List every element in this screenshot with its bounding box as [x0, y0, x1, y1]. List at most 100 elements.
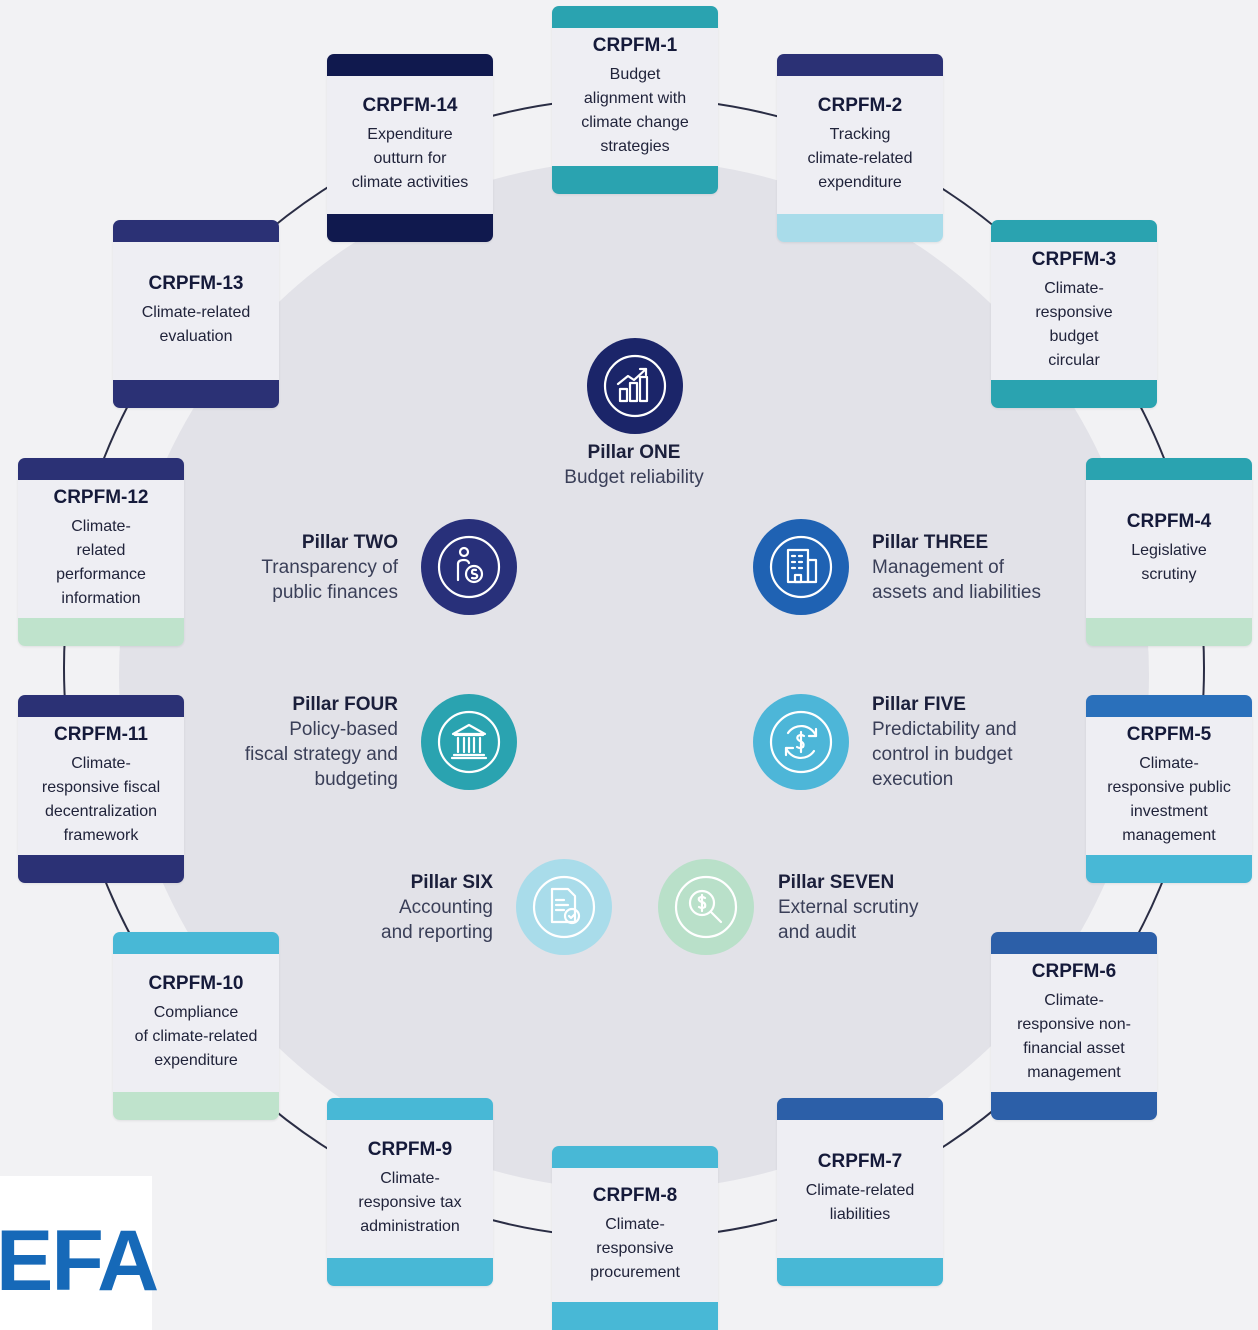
card-desc: Climate- responsive public investment ma… — [1107, 755, 1231, 844]
card-bottom-band — [113, 1092, 279, 1120]
card-code: CRPFM-4 — [1126, 511, 1212, 532]
cycle-dollar-icon — [753, 694, 849, 790]
pillar-six-label: Pillar SIX Accounting and reporting — [313, 870, 493, 945]
card-bottom-band — [777, 214, 943, 242]
card-body: CRPFM-10 Compliance of climate-related e… — [113, 954, 279, 1092]
card-code: CRPFM-7 — [817, 1151, 903, 1172]
card-code: CRPFM-13 — [148, 273, 244, 294]
crpfm-12-card: CRPFM-12 Climate- related performance in… — [18, 458, 184, 646]
card-code: CRPFM-8 — [592, 1185, 678, 1206]
pillar-five-label: Pillar FIVE Predictability and control i… — [872, 692, 1092, 792]
card-desc: Climate- responsive fiscal decentralizat… — [41, 755, 161, 844]
pillar-two-label: Pillar TWO Transparency of public financ… — [198, 530, 398, 605]
pillar-desc: Transparency of public finances — [261, 557, 398, 603]
card-bottom-band — [991, 380, 1157, 408]
card-code: CRPFM-5 — [1126, 724, 1212, 745]
card-code: CRPFM-10 — [148, 973, 244, 994]
card-top-band — [777, 1098, 943, 1120]
crpfm-8-card: CRPFM-8 Climate- responsive procurement — [552, 1146, 718, 1330]
card-body: CRPFM-7 Climate-related liabilities — [777, 1120, 943, 1258]
card-desc: Expenditure outturn for climate activiti… — [351, 126, 469, 191]
card-top-band — [18, 695, 184, 717]
crpfm-1-card: CRPFM-1 Budget alignment with climate ch… — [552, 6, 718, 194]
card-code: CRPFM-6 — [1031, 961, 1117, 982]
card-code: CRPFM-3 — [1031, 249, 1117, 270]
card-bottom-band — [18, 618, 184, 646]
card-body: CRPFM-2 Tracking climate-related expendi… — [777, 76, 943, 214]
pillar-four-label: Pillar FOUR Policy-based fiscal strategy… — [178, 692, 398, 792]
pillar-title: Pillar SEVEN — [778, 872, 895, 893]
card-desc: Climate- responsive budget circular — [1035, 280, 1113, 369]
pillar-title: Pillar SIX — [410, 872, 493, 893]
card-desc: Climate- responsive procurement — [590, 1216, 680, 1281]
pillar-title: Pillar ONE — [587, 442, 681, 463]
card-top-band — [991, 220, 1157, 242]
card-top-band — [113, 220, 279, 242]
building-icon — [753, 519, 849, 615]
card-code: CRPFM-14 — [362, 95, 458, 116]
pillar-one-label: Pillar ONE Budget reliability — [534, 440, 734, 490]
crpfm-7-card: CRPFM-7 Climate-related liabilities — [777, 1098, 943, 1286]
person-dollar-icon — [421, 519, 517, 615]
pillar-desc: External scrutiny and audit — [778, 897, 919, 943]
card-code: CRPFM-9 — [367, 1139, 453, 1160]
crpfm-3-card: CRPFM-3 Climate- responsive budget circu… — [991, 220, 1157, 408]
document-check-icon — [516, 859, 612, 955]
card-desc: Climate- related performance information — [56, 518, 146, 607]
card-body: CRPFM-4 Legislative scrutiny — [1086, 480, 1252, 618]
card-bottom-band — [1086, 618, 1252, 646]
card-top-band — [1086, 695, 1252, 717]
crpfm-5-card: CRPFM-5 Climate- responsive public inves… — [1086, 695, 1252, 883]
card-body: CRPFM-6 Climate- responsive non- financi… — [991, 954, 1157, 1092]
background-circle — [119, 160, 1149, 1190]
card-desc: Climate-related liabilities — [805, 1182, 915, 1223]
pillar-title: Pillar FOUR — [292, 694, 398, 715]
card-desc: Climate- responsive non- financial asset… — [1017, 992, 1131, 1081]
crpfm-13-card: CRPFM-13 Climate-related evaluation — [113, 220, 279, 408]
card-bottom-band — [991, 1092, 1157, 1120]
card-code: CRPFM-12 — [53, 487, 149, 508]
pillar-desc: Policy-based fiscal strategy and budgeti… — [244, 719, 398, 790]
magnifier-dollar-icon — [658, 859, 754, 955]
pillar-seven-label: Pillar SEVEN External scrutiny and audit — [778, 870, 978, 945]
card-body: CRPFM-8 Climate- responsive procurement — [552, 1168, 718, 1302]
card-body: CRPFM-9 Climate- responsive tax administ… — [327, 1120, 493, 1258]
card-bottom-band — [18, 855, 184, 883]
pillar-desc: Accounting and reporting — [381, 897, 493, 943]
card-top-band — [777, 54, 943, 76]
crpfm-2-card: CRPFM-2 Tracking climate-related expendi… — [777, 54, 943, 242]
card-top-band — [552, 6, 718, 28]
logo-text: EFA — [0, 1213, 159, 1309]
card-body: CRPFM-13 Climate-related evaluation — [113, 242, 279, 380]
card-code: CRPFM-2 — [817, 95, 903, 116]
card-bottom-band — [777, 1258, 943, 1286]
logo: EFA — [0, 1176, 159, 1330]
card-desc: Compliance of climate-related expenditur… — [134, 1004, 258, 1069]
card-top-band — [327, 54, 493, 76]
card-bottom-band — [327, 1258, 493, 1286]
card-bottom-band — [327, 214, 493, 242]
card-desc: Climate- responsive tax administration — [358, 1170, 462, 1235]
card-body: CRPFM-3 Climate- responsive budget circu… — [991, 242, 1157, 380]
growth-chart-icon — [587, 338, 683, 434]
card-body: CRPFM-12 Climate- related performance in… — [18, 480, 184, 618]
card-body: CRPFM-11 Climate- responsive fiscal dece… — [18, 717, 184, 855]
card-bottom-band — [113, 380, 279, 408]
card-desc: Budget alignment with climate change str… — [581, 66, 689, 155]
card-bottom-band — [552, 1302, 718, 1330]
card-bottom-band — [552, 166, 718, 194]
card-code: CRPFM-11 — [54, 724, 148, 745]
crpfm-14-card: CRPFM-14 Expenditure outturn for climate… — [327, 54, 493, 242]
card-desc: Tracking climate-related expenditure — [807, 126, 913, 191]
bank-icon — [421, 694, 517, 790]
crpfm-11-card: CRPFM-11 Climate- responsive fiscal dece… — [18, 695, 184, 883]
crpfm-10-card: CRPFM-10 Compliance of climate-related e… — [113, 932, 279, 1120]
card-desc: Climate-related evaluation — [141, 304, 251, 345]
pillar-desc: Predictability and control in budget exe… — [872, 719, 1017, 790]
card-body: CRPFM-1 Budget alignment with climate ch… — [552, 28, 718, 166]
card-bottom-band — [1086, 855, 1252, 883]
card-body: CRPFM-5 Climate- responsive public inves… — [1086, 717, 1252, 855]
pillar-title: Pillar THREE — [872, 532, 989, 553]
